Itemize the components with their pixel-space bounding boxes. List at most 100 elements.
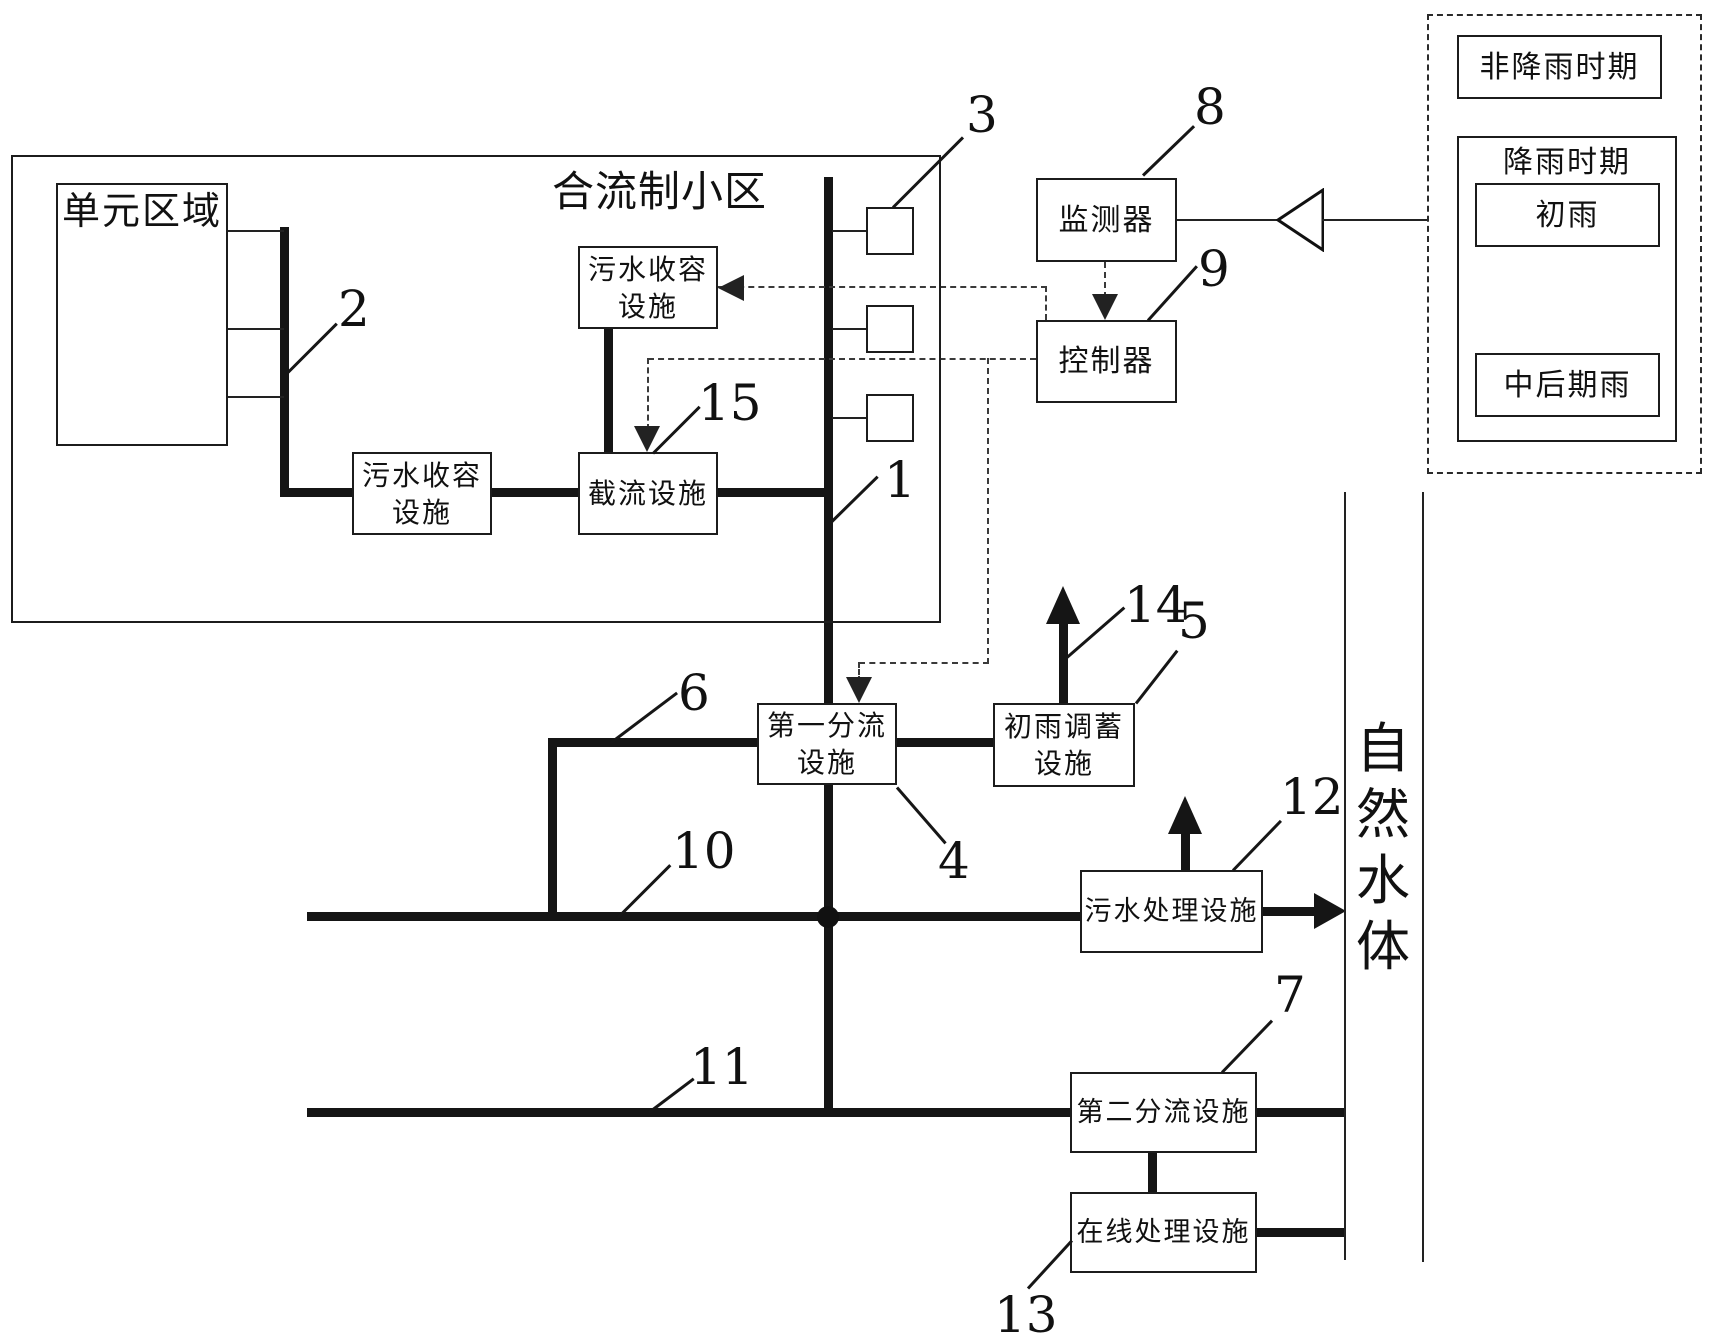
ref-number-13: 13 xyxy=(994,1286,1058,1344)
pipe-line-11 xyxy=(307,1108,1074,1117)
controller-label: 控制器 xyxy=(1058,344,1155,379)
initial-rain-label: 初雨 xyxy=(1535,197,1600,233)
water-body-right-bank-line xyxy=(1422,492,1424,1262)
monitor-input-line-right xyxy=(1322,219,1428,221)
treatment-discharge-arrow-shaft xyxy=(1181,832,1190,872)
treatment-to-water-arrow-right-icon xyxy=(1314,893,1346,929)
diversion-control-arrow-down-icon xyxy=(846,677,872,703)
first-diversion-box: 第一分流 设施 xyxy=(757,703,897,785)
online-treatment-box: 在线处理设施 xyxy=(1070,1192,1257,1273)
square-1-stub xyxy=(832,230,868,232)
containment-upper-to-interception-line xyxy=(604,327,613,454)
first-diversion-line1: 第一分流 xyxy=(766,709,887,742)
treatment-to-water-arrow-shaft xyxy=(1259,907,1316,916)
second-diversion-outfall-line xyxy=(1253,1108,1346,1117)
initial-rain-storage-line2: 设施 xyxy=(1033,747,1094,780)
leader-7 xyxy=(1220,1019,1274,1074)
online-treatment-outfall-line xyxy=(1253,1228,1346,1237)
second-diversion-box: 第二分流设施 xyxy=(1070,1072,1257,1153)
ref-number-6: 6 xyxy=(678,664,710,722)
initial-rain-storage-box: 初雨调蓄 设施 xyxy=(993,703,1135,787)
sewage-treatment-label: 污水处理设施 xyxy=(1084,896,1259,927)
ref-number-5: 5 xyxy=(1178,592,1210,650)
non-rain-period-label: 非降雨时期 xyxy=(1479,49,1640,85)
monitor-input-line-left xyxy=(1177,219,1277,221)
unit-area-box: 单元区域 xyxy=(56,183,228,446)
leader-12 xyxy=(1231,819,1283,872)
initial-rain-storage-line1: 初雨调蓄 xyxy=(1003,710,1124,743)
unit-area-label: 单元区域 xyxy=(61,189,222,233)
sewage-treatment-box: 污水处理设施 xyxy=(1080,870,1263,953)
natural-water-body-label: 自 然 水 体 xyxy=(1352,716,1414,980)
sewage-containment-upper-line1: 污水收容 xyxy=(587,252,708,286)
branch-line-6-horizontal xyxy=(548,738,761,747)
storage-discharge-arrow-up-icon xyxy=(1046,586,1080,624)
controller-to-containment-dashed-line xyxy=(718,286,1047,288)
ref-number-4: 4 xyxy=(938,832,970,890)
water-body-char-1: 自 xyxy=(1356,717,1410,780)
interception-facility-box: 截流设施 xyxy=(578,452,718,535)
mid-late-rain-box: 中后期雨 xyxy=(1475,353,1660,417)
diversion-control-dashed-drop xyxy=(858,662,860,682)
rain-legend-panel xyxy=(1427,14,1702,474)
ref-number-12: 12 xyxy=(1280,768,1344,826)
monitor-to-controller-dashed-line xyxy=(1104,262,1106,298)
ref-number-9: 9 xyxy=(1198,240,1230,298)
controller-to-containment-dashed-drop xyxy=(1045,286,1047,320)
mid-late-rain-label: 中后期雨 xyxy=(1503,367,1632,403)
unit-area-stub-2 xyxy=(228,328,284,330)
online-treatment-label: 在线处理设施 xyxy=(1076,1217,1251,1248)
ref-number-11: 11 xyxy=(690,1038,754,1096)
containment-control-arrow-left-icon xyxy=(718,275,744,301)
containment-lower-to-interception-line xyxy=(488,488,582,497)
sewage-containment-lower-line1: 污水收容 xyxy=(361,458,482,492)
unit-area-stub-3 xyxy=(228,396,284,398)
storage-discharge-arrow-shaft xyxy=(1059,622,1068,705)
non-rain-period-box: 非降雨时期 xyxy=(1457,35,1662,99)
monitor-box: 监测器 xyxy=(1036,178,1177,262)
ref-number-15: 15 xyxy=(698,374,762,432)
leader-6 xyxy=(609,691,678,745)
interception-control-dashed-drop xyxy=(647,358,649,430)
treatment-discharge-arrow-up-icon xyxy=(1168,796,1202,834)
monitor-label: 监测器 xyxy=(1058,202,1155,238)
controller-box: 控制器 xyxy=(1036,320,1177,403)
signal-triangle-icon xyxy=(1276,188,1324,252)
main-sewer-line-1 xyxy=(824,177,833,1117)
monitor-to-controller-arrow-down-icon xyxy=(1092,294,1118,320)
combined-district-boundary-box xyxy=(11,155,941,623)
diversion-to-storage-line xyxy=(893,738,997,747)
square-3-stub xyxy=(832,417,868,419)
outfall-square-2 xyxy=(866,305,914,353)
sewage-containment-lower-box: 污水收容 设施 xyxy=(352,452,492,535)
sewage-containment-lower-line2: 设施 xyxy=(391,495,452,529)
unit-area-stub-1 xyxy=(228,230,284,232)
branch-line-6-vertical xyxy=(548,738,557,921)
ref-number-1: 1 xyxy=(884,451,916,509)
water-body-char-2: 然 xyxy=(1356,783,1410,846)
water-body-char-4: 体 xyxy=(1356,915,1410,978)
second-diversion-label: 第二分流设施 xyxy=(1076,1097,1251,1128)
square-2-stub xyxy=(832,328,868,330)
rain-period-label: 降雨时期 xyxy=(1503,145,1631,180)
water-body-left-bank-line xyxy=(1344,492,1346,1260)
leader-10 xyxy=(616,864,672,919)
unit-area-branch-line-2-horizontal xyxy=(280,488,358,497)
outfall-square-3 xyxy=(866,394,914,442)
outfall-square-1 xyxy=(866,207,914,255)
unit-area-branch-line-2-vertical xyxy=(280,227,289,493)
leader-8 xyxy=(1141,125,1196,177)
ref-number-2: 2 xyxy=(338,280,370,338)
diversion-control-dashed-drop-right xyxy=(987,358,989,664)
initial-rain-box: 初雨 xyxy=(1475,183,1660,247)
ref-number-7: 7 xyxy=(1274,966,1306,1024)
ref-number-8: 8 xyxy=(1194,78,1226,136)
sewage-containment-upper-line2: 设施 xyxy=(617,289,678,323)
controller-control-bus-dashed-line xyxy=(648,358,1036,360)
ref-number-10: 10 xyxy=(672,822,736,880)
pipe-junction-dot xyxy=(817,906,839,928)
leader-5 xyxy=(1134,649,1179,705)
ref-number-3: 3 xyxy=(966,86,998,144)
sewage-containment-upper-box: 污水收容 设施 xyxy=(578,246,718,329)
